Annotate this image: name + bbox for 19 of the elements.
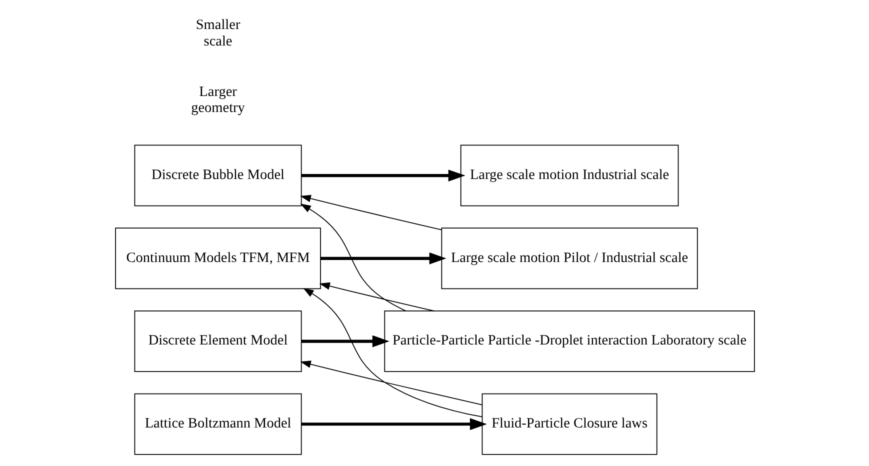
node-box: Lattice Boltzmann Model [134,393,302,455]
node-box: Large scale motion Pilot / Industrial scale [440,228,698,290]
arrow [300,170,465,182]
node-box: Discrete Bubble Model [134,144,302,206]
arrow [300,418,486,430]
arrow [300,360,482,406]
node-box: Particle-Particle Particle -Droplet interaction Laboratory scale [384,310,754,372]
arrow [320,252,446,264]
arrow [302,288,482,418]
node-box: Large scale motion Industrial scale [460,144,678,206]
arrow [300,204,406,312]
node-box: Fluid-Particle Closure laws [481,393,657,455]
arrow [318,282,434,312]
arrow [300,335,389,348]
node-box: Discrete Element Model [134,310,302,372]
node-box: Continuum Models TFM, MFM [114,228,320,290]
label: Larger geometry [190,84,244,116]
arrow [300,194,442,230]
label: Smaller scale [195,17,240,50]
